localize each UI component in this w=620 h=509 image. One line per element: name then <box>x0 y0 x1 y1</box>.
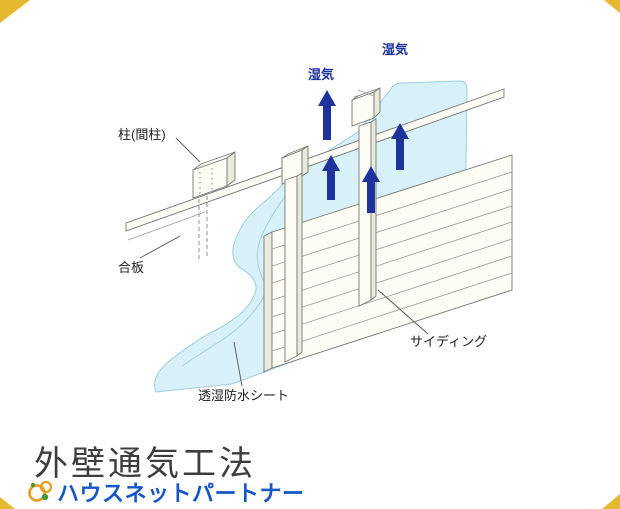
label-leader-lines <box>139 137 429 387</box>
corner-mark-bottom-left <box>0 497 15 509</box>
airflow-arrows <box>318 90 409 213</box>
moisture-label-right: 湿気 <box>382 42 408 57</box>
sheet-leader <box>233 341 243 387</box>
brand-row: ハウスネットパートナー <box>26 476 305 508</box>
siding-panel <box>263 154 513 373</box>
brand-logo-icon <box>28 480 53 502</box>
corner-mark-bottom-right <box>602 494 620 509</box>
strip-cap-side <box>301 145 309 177</box>
strip-cap-side <box>373 87 381 120</box>
strip-body-side <box>296 172 303 357</box>
up-arrow <box>362 166 380 213</box>
cap-cross-mark <box>357 89 375 97</box>
up-arrow <box>391 123 409 170</box>
siding-slat-lines <box>271 171 513 352</box>
up-arrow <box>322 155 340 200</box>
brand-name: ハウスネットパートナー <box>57 481 305 506</box>
plywood-leader <box>139 235 181 259</box>
top-rail <box>125 88 505 241</box>
siding-left-end <box>263 231 273 373</box>
stud-side-face <box>226 151 236 187</box>
siding-leader <box>377 289 429 335</box>
moisture-label-left: 湿気 <box>308 67 334 82</box>
plywood-label: 合板 <box>118 260 144 275</box>
pillar-label: 柱(間柱) <box>118 127 166 142</box>
siding-label: サイディング <box>410 334 487 349</box>
wall-ventilation-diagram: 柱(間柱) 湿気 湿気 合板 透湿防水シート サイディング <box>118 42 513 403</box>
strip-body <box>358 121 372 307</box>
up-arrow <box>318 90 336 140</box>
strip-body <box>284 175 298 363</box>
top-rail-bar <box>125 88 505 232</box>
pillar-leader <box>175 137 201 163</box>
sheet-label: 透湿防水シート <box>198 388 289 403</box>
page-title: 外壁通気工法 <box>34 446 256 483</box>
furring-strip-left <box>281 145 309 363</box>
stud-box <box>192 151 236 262</box>
plywood-top-edge-line <box>127 211 206 241</box>
